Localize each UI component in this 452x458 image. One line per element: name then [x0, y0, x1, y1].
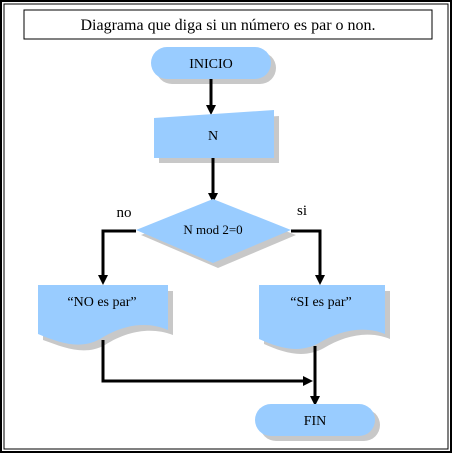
no-output-node-label: “NO es par” [67, 295, 136, 310]
yes-output-node-label: “SI es par” [290, 295, 351, 310]
yes-output-node-shape [259, 285, 385, 349]
decision-node: N mod 2=0 [136, 199, 296, 268]
decision-node-shape [136, 199, 291, 263]
input-node-label: N [208, 129, 218, 144]
title-box [23, 9, 433, 40]
no-output-node-shape [38, 285, 168, 345]
diagram-title: Diagrama que diga si un número es par o … [80, 17, 375, 34]
end-node-label: FIN [304, 414, 327, 429]
start-node-shape [151, 47, 271, 79]
end-node: FIN [255, 404, 380, 441]
start-node: INICIO [151, 47, 276, 84]
edge-label-yes: si [297, 203, 307, 219]
no-output-node: “NO es par” [38, 285, 173, 351]
input-node: N [154, 110, 279, 163]
arrow-decision-to-yes [291, 229, 325, 285]
end-node-shape [255, 404, 375, 436]
yes-output-node: “SI es par” [259, 285, 390, 354]
arrow-decision-to-no [98, 229, 136, 285]
start-node-label: INICIO [189, 57, 233, 72]
edge-label-no: no [117, 205, 132, 221]
decision-node-label: N mod 2=0 [183, 222, 242, 237]
arrow-no-to-end [101, 340, 313, 386]
input-node-shape [154, 110, 274, 158]
inner-border [3, 3, 449, 450]
